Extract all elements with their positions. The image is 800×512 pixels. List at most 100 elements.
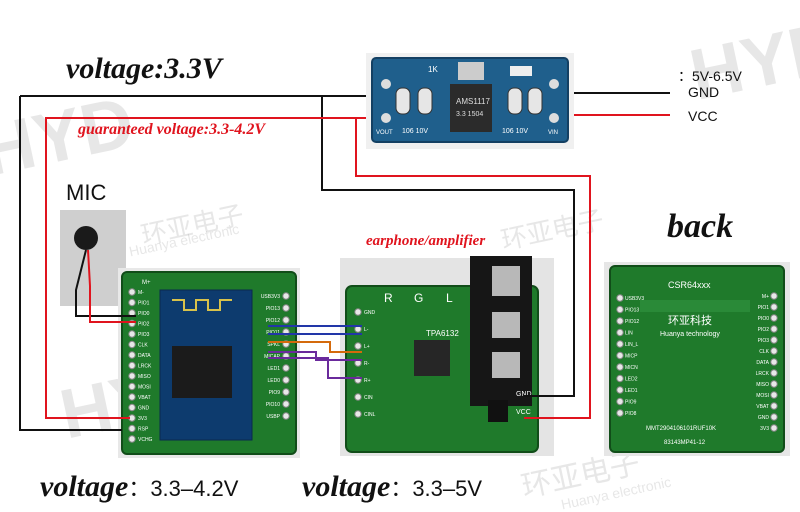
vcc-label: VCC: [688, 108, 718, 124]
back-left-pin-label: LED1: [625, 388, 638, 394]
back-right-pin-label: PIO3: [758, 338, 770, 344]
back-right-pad: [770, 369, 778, 377]
amp-pin-label: R-: [364, 361, 370, 367]
back-right-pin-label: 3V3: [760, 426, 769, 432]
reg-cap-2: [417, 87, 433, 115]
bt-left-pin-label: PIO2: [138, 322, 150, 328]
bt-left-pin-label: PIO1: [138, 301, 150, 307]
bt-right-pad: [282, 412, 290, 420]
reg-chip-sub: 3.3 1504: [456, 111, 483, 118]
amp-pad: [354, 308, 362, 316]
back-right-pin-label: MOSI: [756, 393, 769, 399]
back-left-pin-label: MICP: [625, 354, 638, 360]
back-right-pin-label: PIO1: [758, 305, 770, 311]
reg-led: [510, 66, 532, 76]
mic-label: MIC: [66, 180, 107, 205]
amp-pin-label: GND: [364, 310, 376, 316]
bottom-right-voltage: voltage：3.3–5V: [302, 470, 482, 504]
back-logo-en: Huanya technology: [660, 331, 720, 338]
back-right-pin-label: PIO2: [758, 327, 770, 333]
back-left-pin-label: USB3V3: [625, 296, 644, 302]
wire-gnd-amp: [321, 96, 575, 397]
back-right-pad: [770, 314, 778, 322]
back-right-pin-label: M+: [762, 294, 769, 300]
amp-cap-black: [488, 400, 508, 422]
reg-pad-4: [549, 113, 559, 123]
back-left-pin-label: PIO8: [625, 411, 637, 417]
bt-right-pad: [282, 400, 290, 408]
back-left-pad: [616, 305, 624, 314]
earphone-amplifier-label: earphone/amplifier: [366, 233, 486, 249]
wire-vout-amp: [355, 118, 591, 419]
back-left-pin-label: MICN: [625, 365, 638, 371]
jack-contact-2: [492, 312, 520, 338]
back-right-pin-label: GND: [758, 415, 770, 421]
bt-left-pad: [128, 403, 136, 412]
bt-left-pad: [128, 351, 136, 359]
jack-contact-3: [492, 352, 520, 378]
back-left-pin-label: PIO12: [625, 319, 639, 325]
amp-pin-label: CINL: [364, 412, 376, 418]
back-right-pad: [770, 358, 778, 366]
bt-left-pin-label: PIO0: [138, 311, 150, 317]
reg-silk-vin: VIN: [548, 130, 558, 136]
back-left-pin-label: PIO13: [625, 308, 639, 314]
amp-chip: [414, 340, 450, 376]
reg-silk-106b: 106 10V: [502, 128, 528, 135]
reg-cap-4: [527, 87, 543, 115]
bt-left-pad: [128, 288, 136, 296]
bt-left-pin-label: MOSI: [138, 385, 151, 391]
bt-right-pad: [282, 316, 290, 324]
wire-signal-purple-1: [268, 351, 362, 361]
reg-cap-1: [395, 87, 411, 115]
back-left-pad: [616, 340, 624, 348]
back-right-pad: [770, 413, 778, 421]
bottom-left-range: ：3.3–4.2V: [128, 476, 239, 501]
reg-silk-1k: 1K: [428, 65, 438, 74]
back-right-pin-label: CLK: [759, 349, 769, 355]
bt-left-pin-label: CLK: [138, 343, 148, 349]
bt-silk-mplus: M+: [142, 280, 151, 286]
wire-signal-purple-2: [268, 357, 362, 379]
back-label: back: [667, 208, 734, 245]
wire-signal-orange: [268, 341, 362, 353]
back-right-pin-label: DATA: [756, 360, 769, 366]
bt-right-pin-label: PIO10: [266, 402, 280, 408]
bt-antenna: [172, 299, 232, 311]
amp-pad: [354, 410, 362, 418]
back-bottom-code: 83143MP41-12: [664, 440, 706, 446]
bt-right-pin-label: USB3V3: [261, 294, 280, 300]
back-left-pad: [616, 317, 624, 325]
reg-pad-2: [381, 113, 391, 123]
bt-left-pad: [128, 435, 136, 443]
back-left-pad: [616, 409, 624, 417]
back-left-pad: [616, 351, 624, 360]
bt-right-pad: [282, 292, 290, 300]
bt-left-pad: [128, 330, 136, 338]
bt-right-pin-label: PIO12: [266, 318, 280, 324]
amp-silk-g: G: [414, 291, 423, 305]
bt-left-pad: [128, 393, 136, 401]
amp-pin-label: R+: [364, 378, 371, 384]
amp-chip-text: TPA6132: [426, 329, 459, 338]
bt-right-pin-label: PIO9: [269, 390, 281, 396]
bt-left-pin-label: PIO3: [138, 332, 150, 338]
jack-contact-1: [492, 266, 520, 296]
wire-vout-bt: [45, 117, 366, 419]
back-right-pad: [770, 303, 778, 311]
amp-pin-label: L+: [364, 344, 370, 350]
bt-right-pin-label: USBP: [266, 414, 280, 420]
back-right-pad: [770, 391, 778, 399]
bt-left-pin-label: MISO: [138, 374, 151, 380]
mic-photo-bg: [60, 210, 126, 306]
back-right-pad: [770, 424, 778, 432]
bt-left-pad: [128, 372, 136, 380]
wire-mic-red: [87, 249, 136, 323]
bt-left-pin-label: GND: [138, 406, 150, 412]
bt-left-pin-label: 3V3: [138, 416, 147, 422]
bt-left-pad-column: M-PIO1PIO0PIO2PIO3CLKDATALRCKMISOMOSIVBA…: [128, 288, 153, 443]
back-logo-band: [640, 300, 750, 312]
microphone: [60, 210, 126, 306]
